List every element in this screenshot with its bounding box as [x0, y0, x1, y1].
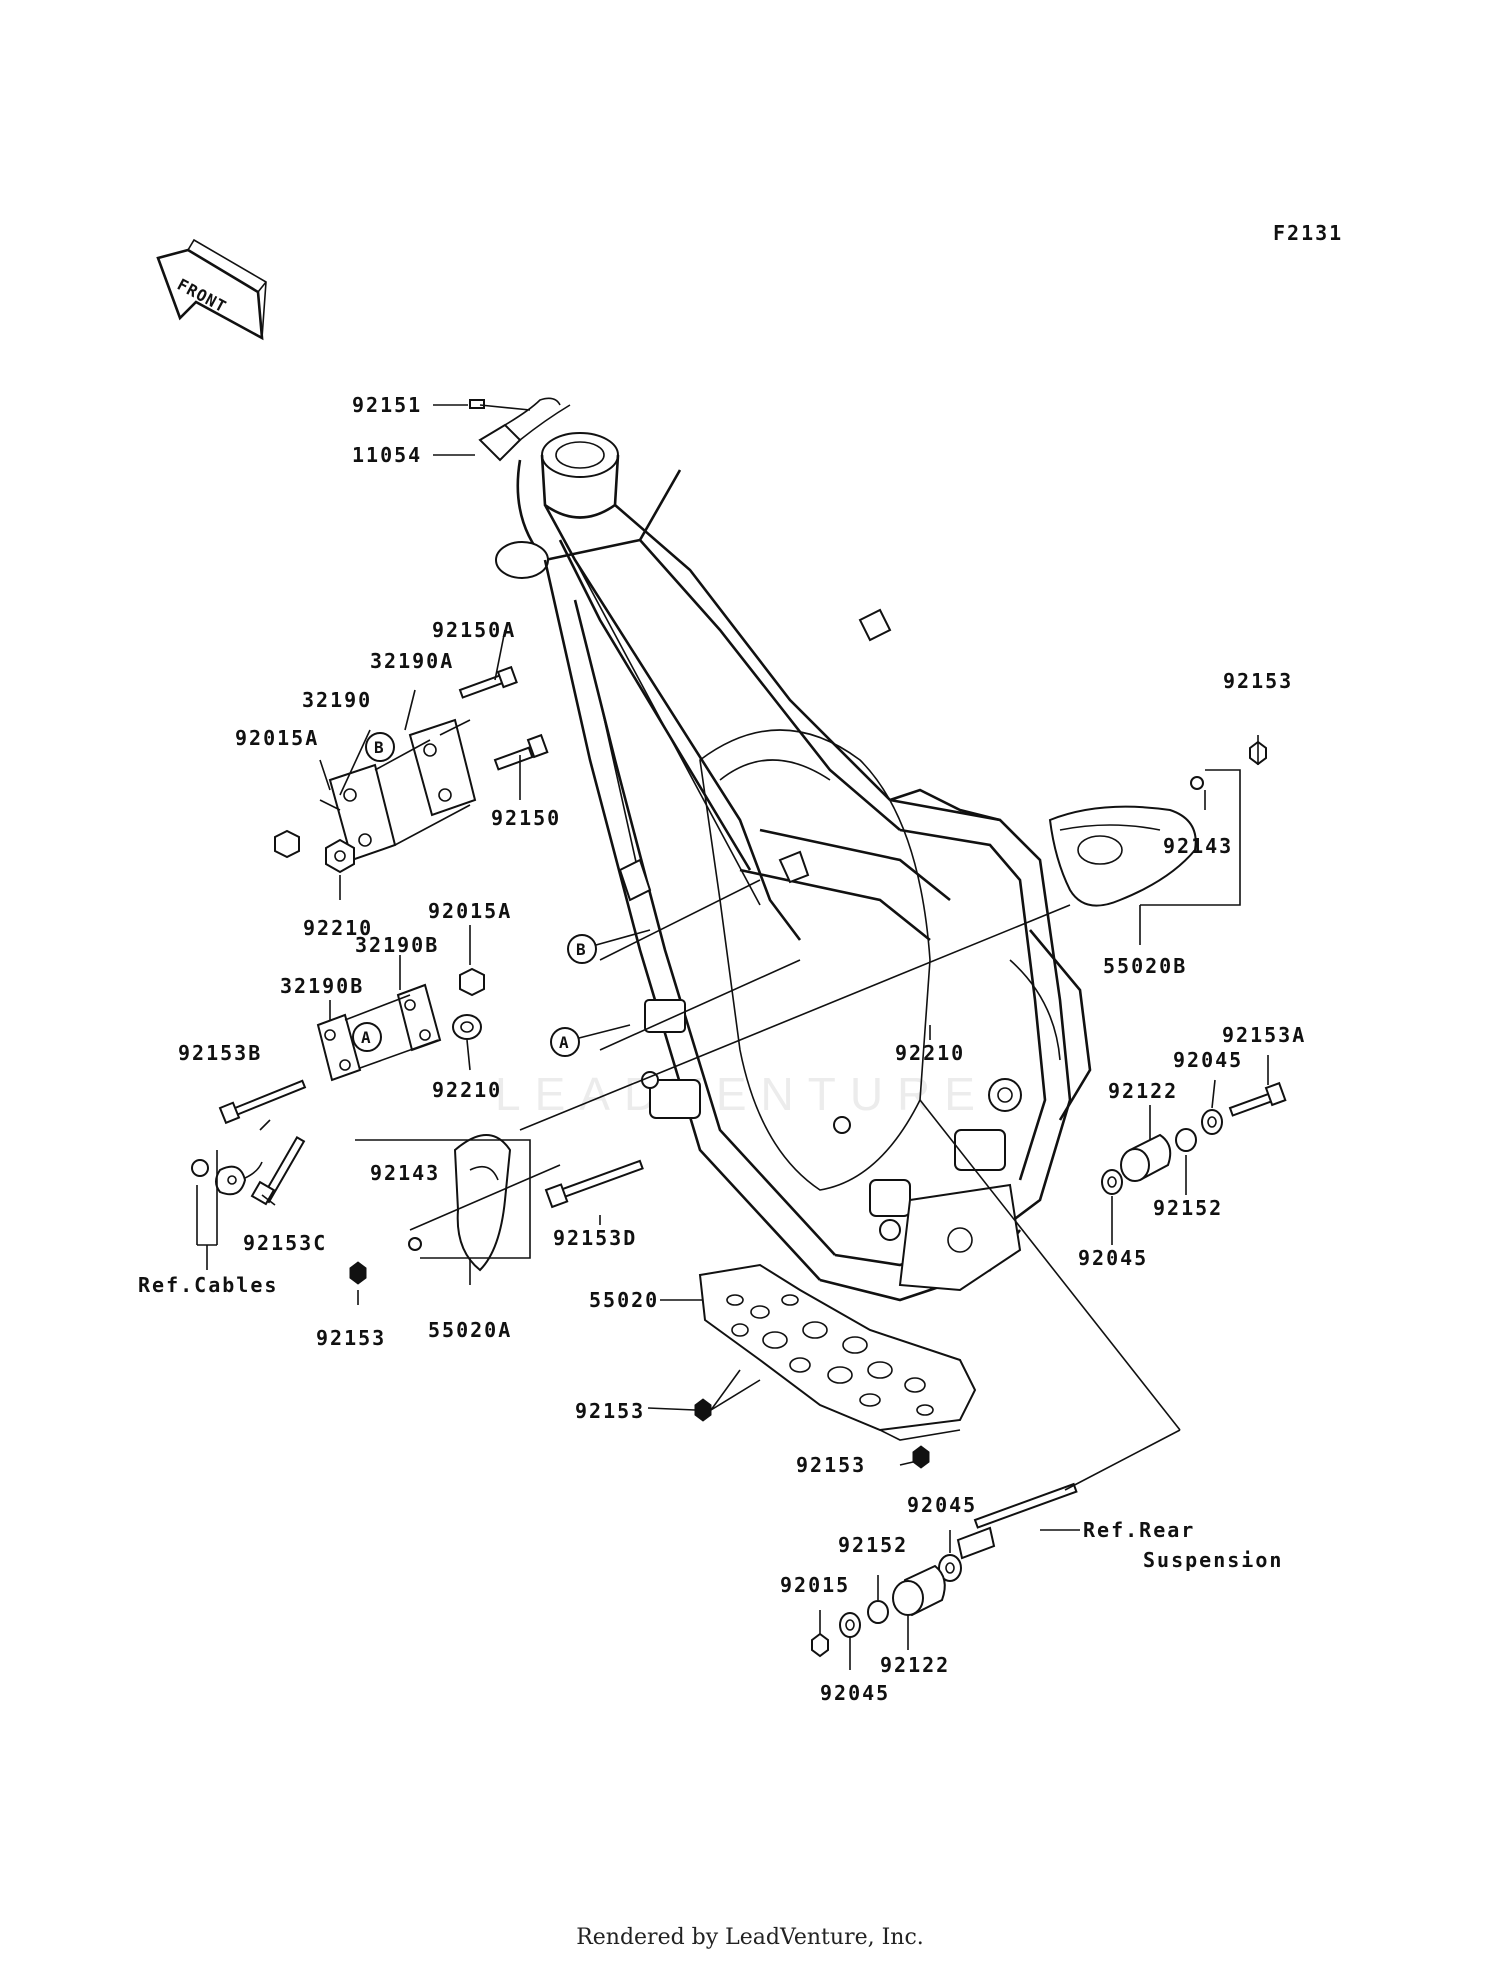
cable-guide-11054 [469, 397, 571, 462]
callout-b-upper: B [365, 732, 395, 762]
label-32190a: 32190A [370, 649, 454, 673]
engine-bracket-b [319, 718, 477, 862]
label-92143-left: 92143 [370, 1161, 440, 1185]
label-92015a-mid: 92015A [428, 899, 512, 923]
label-92150: 92150 [491, 806, 561, 830]
svg-text:B: B [374, 738, 385, 757]
front-arrow-icon: FRONT [156, 238, 267, 341]
label-92143-right: 92143 [1163, 834, 1233, 858]
label-92045-bottom-top: 92045 [907, 1493, 977, 1517]
svg-text:B: B [576, 940, 587, 959]
label-92153-top-right: 92153 [1223, 669, 1293, 693]
label-92152-right: 92152 [1153, 1196, 1223, 1220]
cable-clamp [191, 1159, 263, 1196]
frame-guard-55020a [349, 1134, 561, 1285]
label-92015-bottom: 92015 [780, 1573, 850, 1597]
callout-a-frame: A [550, 1024, 631, 1057]
label-11054: 11054 [352, 443, 422, 467]
bolt-92150 [493, 733, 549, 771]
label-92152-bottom: 92152 [838, 1533, 908, 1557]
front-arrow-label: FRONT [174, 275, 230, 317]
figure-code: F2131 [1273, 221, 1343, 245]
svg-text:A: A [559, 1033, 570, 1052]
callout-a-upper: A [352, 1022, 382, 1052]
label-92210-frame: 92210 [895, 1041, 965, 1065]
bolt-92150a [458, 665, 518, 699]
label-55020b: 55020B [1103, 954, 1187, 978]
pivot-parts-right [1101, 1081, 1287, 1195]
label-92122-bottom: 92122 [880, 1653, 950, 1677]
bolt-92153d [544, 1159, 644, 1209]
label-32190: 32190 [302, 688, 372, 712]
label-92045-right-bottom: 92045 [1078, 1246, 1148, 1270]
label-92210-top: 92210 [303, 916, 373, 940]
label-55020a: 55020A [428, 1318, 512, 1342]
label-92210-mid: 92210 [432, 1078, 502, 1102]
rear-linkage-parts [811, 1482, 1078, 1658]
label-32190b-lower: 32190B [280, 974, 364, 998]
collar-92210-mid [452, 1014, 482, 1040]
label-92045-right-top: 92045 [1173, 1048, 1243, 1072]
label-32190b-upper: 32190B [355, 933, 439, 957]
label-92153a: 92153A [1222, 1023, 1306, 1047]
engine-bracket-a [316, 983, 442, 1082]
watermark-text: LEADVENTURE [495, 1068, 989, 1120]
label-92153b: 92153B [178, 1041, 262, 1065]
nut-92015a-mid [459, 967, 485, 997]
skid-plate-55020 [694, 1263, 977, 1469]
leader-lines [196, 404, 1269, 1670]
label-92045-bottom-bottom: 92045 [820, 1681, 890, 1705]
ref-suspension-label: Suspension [1143, 1548, 1283, 1572]
label-92153d: 92153D [553, 1226, 637, 1250]
ref-rear-label: Ref.Rear [1083, 1518, 1195, 1542]
bolt-92153c [250, 1136, 306, 1206]
svg-text:A: A [361, 1028, 372, 1047]
label-92122-right: 92122 [1108, 1079, 1178, 1103]
bolt-92153b [218, 1079, 307, 1125]
callout-b-frame: B [567, 929, 651, 964]
frame-assembly [495, 432, 1092, 1302]
label-92153-bottom-left: 92153 [575, 1399, 645, 1423]
ref-cables-label: Ref.Cables [138, 1273, 278, 1297]
label-92150a: 92150A [432, 618, 516, 642]
nut-92210-top [325, 838, 355, 874]
label-55020: 55020 [589, 1288, 659, 1312]
frame-guard-55020b [1048, 740, 1267, 907]
footer-credit: Rendered by LeadVenture, Inc. [576, 1925, 924, 1950]
label-92153-left: 92153 [316, 1326, 386, 1350]
nut-92015a-top [274, 829, 300, 859]
label-92151: 92151 [352, 393, 422, 417]
label-92153c: 92153C [243, 1231, 327, 1255]
label-92153-bottom-center: 92153 [796, 1453, 866, 1477]
label-92015a-top: 92015A [235, 726, 319, 750]
